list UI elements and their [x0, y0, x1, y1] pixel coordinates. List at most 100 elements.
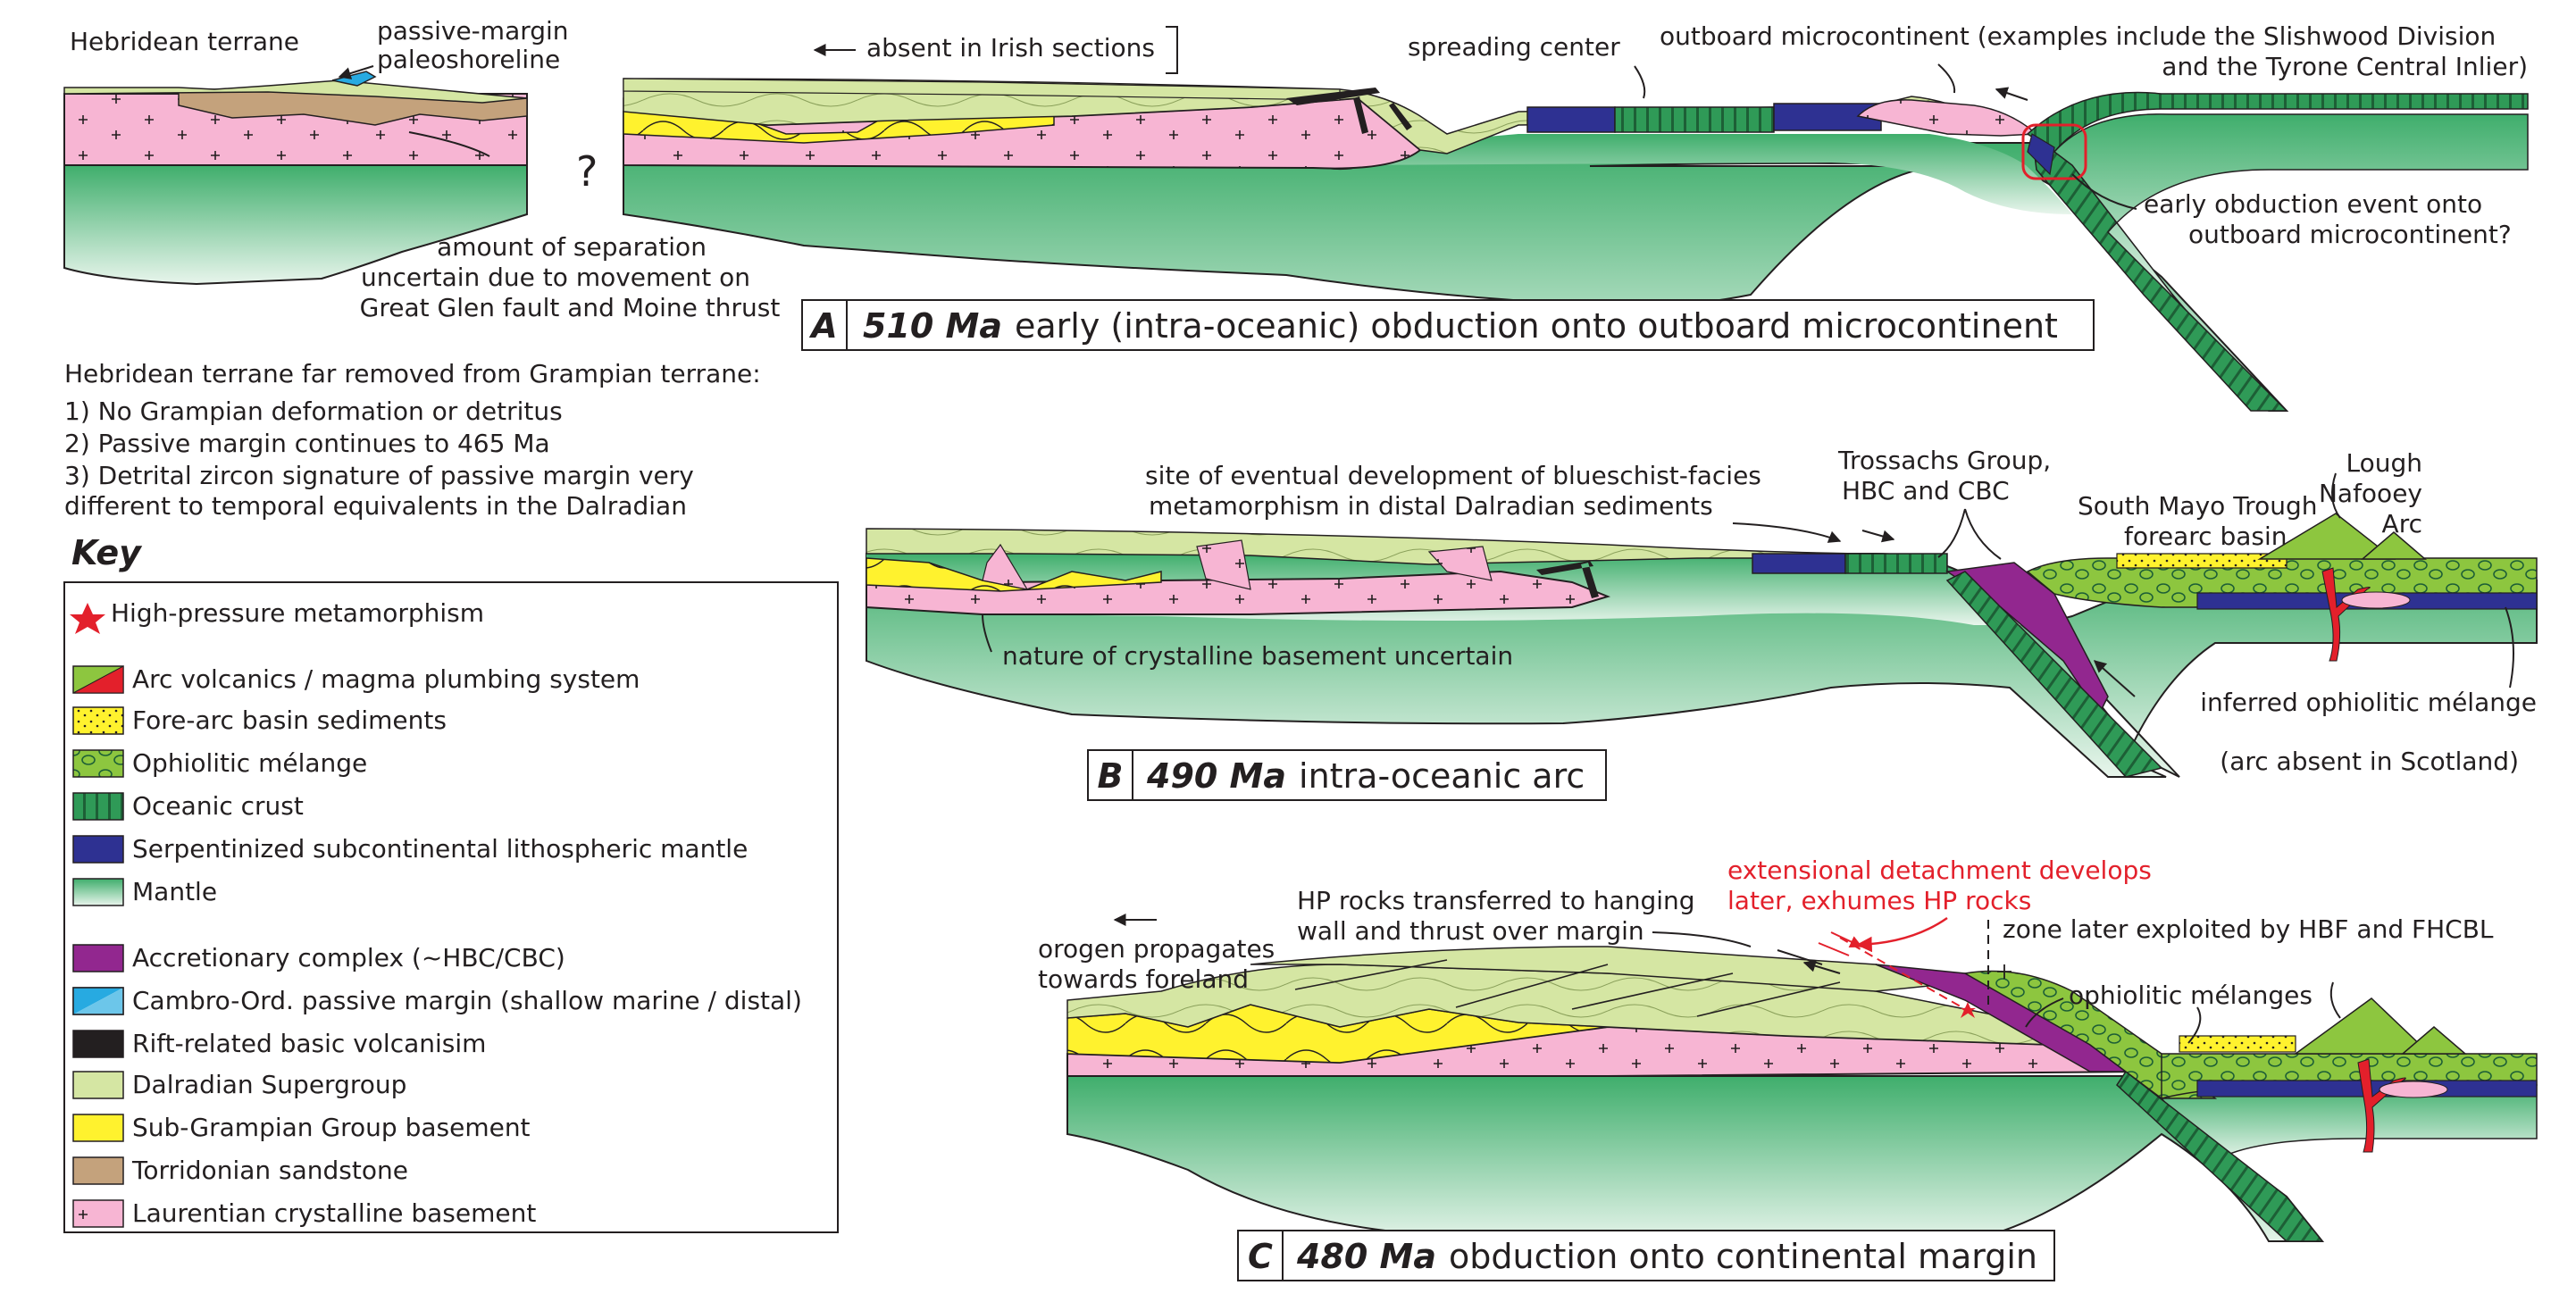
label-separation-2: uncertain due to movement on: [361, 263, 750, 292]
key-label: Oceanic crust: [132, 791, 304, 821]
panel-a-profile: [623, 78, 2529, 412]
label-question-mark: ?: [576, 147, 598, 196]
label-paleoshoreline: paleoshoreline: [377, 45, 560, 74]
label-extensional-1: extensional detachment develops: [1727, 855, 2152, 885]
arc-volcano-b: [2257, 513, 2396, 560]
label-blueschist-1: site of eventual development of blueschi…: [1145, 461, 1761, 490]
label-south-mayo-2: forearc basin: [2124, 522, 2287, 551]
label-orogen-1: orogen propagates: [1038, 934, 1275, 964]
key-swatch-laurentian: [72, 1199, 124, 1228]
label-trossachs-1: Trossachs Group,: [1837, 446, 2051, 475]
label-hebridean-terrane: Hebridean terrane: [70, 27, 299, 56]
label-south-mayo-1: South Mayo Trough: [2078, 491, 2317, 521]
key-label: Cambro-Ord. passive margin (shallow mari…: [132, 986, 802, 1015]
key-swatch-forearc: [72, 706, 124, 735]
key-label: High-pressure metamorphism: [111, 598, 484, 628]
notes-item-4: different to temporal equivalents in the…: [64, 491, 687, 521]
magma-plumbing-c: [2357, 1058, 2406, 1153]
label-arc-absent: (arc absent in Scotland): [2220, 747, 2519, 776]
key-label: Fore-arc basin sediments: [132, 705, 447, 735]
label-extensional-2: later, exhumes HP rocks: [1727, 886, 2031, 915]
key-item-laurentian: Laurentian crystalline basement: [72, 1198, 536, 1228]
key-label: Torridonian sandstone: [131, 1156, 408, 1185]
key-item-rift: Rift-related basic volcanisim: [72, 1029, 486, 1058]
key-swatch-serpentinite: [72, 835, 124, 864]
key-label: Mantle: [132, 877, 217, 906]
arc-volcano-c: [2293, 997, 2431, 1055]
key-item-melange: Ophiolitic mélange: [72, 748, 367, 778]
label-spreading-center: spreading center: [1408, 32, 1620, 62]
key-item-forearc: Fore-arc basin sediments: [72, 705, 447, 735]
label-outboard-2: and the Tyrone Central Inlier): [2162, 52, 2528, 81]
label-separation-3: Great Glen fault and Moine thrust: [360, 293, 781, 322]
label-blueschist-2: metamorphism in distal Dalradian sedimen…: [1149, 491, 1713, 521]
key-label: Accretionary complex (~HBC/CBC): [132, 943, 565, 972]
key-swatch-mantle: [72, 878, 124, 906]
panel-c: orogen propagates towards foreland HP ro…: [1038, 855, 2538, 1281]
label-nafooey: Nafooey: [2319, 479, 2422, 508]
panel-b: site of eventual development of blueschi…: [866, 446, 2538, 801]
key-label: Serpentinized subcontinental lithospheri…: [132, 834, 748, 864]
key-item-serpentinite: Serpentinized subcontinental lithospheri…: [72, 834, 748, 864]
key-item-arc: Arc volcanics / magma plumbing system: [72, 664, 640, 694]
key-swatch-star: [70, 603, 105, 634]
hebridean-block: [63, 71, 528, 286]
key-item-torridonian: Torridonian sandstone: [72, 1156, 408, 1185]
panel-a-letter: A: [808, 306, 837, 346]
key-item-star: High-pressure metamorphism: [70, 598, 484, 634]
label-passive-margin: passive-margin: [377, 16, 569, 46]
key-box: [63, 581, 839, 1233]
label-zone-hbf: zone later exploited by HBF and FHCBL: [2003, 914, 2494, 944]
label-hp-rocks-2: wall and thrust over margin: [1297, 916, 1644, 946]
obduction-highlight: [2021, 123, 2087, 180]
label-trossachs-2: HBC and CBC: [1842, 476, 2010, 505]
panel-b-letter: B: [1098, 756, 1124, 796]
passive-margin-wedge: [331, 71, 377, 87]
key-label: Dalradian Supergroup: [132, 1070, 406, 1099]
key-swatch-melange: [72, 749, 124, 778]
key-label: Laurentian crystalline basement: [132, 1198, 536, 1228]
label-absent-irish: absent in Irish sections: [866, 33, 1155, 63]
label-hp-rocks-1: HP rocks transferred to hanging: [1297, 886, 1695, 915]
key-title: Key: [71, 533, 143, 572]
panel-a: Hebridean terrane passive-margin paleosh…: [63, 16, 2529, 412]
key-item-dalradian: Dalradian Supergroup: [72, 1070, 406, 1099]
notes-item-2: 2) Passive margin continues to 465 Ma: [64, 429, 550, 458]
star-icon: [70, 603, 105, 634]
label-nature-basement: nature of crystalline basement uncertain: [1002, 641, 1513, 671]
key-swatch-torridonian: [72, 1156, 124, 1185]
key-swatch-subgrampian: [72, 1114, 124, 1142]
panel-c-letter: C: [1248, 1237, 1273, 1276]
key-label: Arc volcanics / magma plumbing system: [132, 664, 640, 694]
label-ophiolitic-melanges: ophiolitic mélanges: [2069, 981, 2313, 1010]
rift-dike-b: [1536, 561, 1599, 598]
key-label: Rift-related basic volcanisim: [132, 1029, 486, 1058]
key-label: Sub-Grampian Group basement: [132, 1113, 531, 1142]
key-item-oceanic: Oceanic crust: [72, 791, 304, 821]
key-item-subgrampian: Sub-Grampian Group basement: [72, 1113, 531, 1142]
key-swatch-passive: [72, 987, 124, 1015]
notes-item-3: 3) Detrital zircon signature of passive …: [64, 461, 694, 490]
label-early-obduction-1: early obduction event onto: [2144, 189, 2482, 219]
notes: Hebridean terrane far removed from Gramp…: [64, 359, 761, 521]
label-early-obduction-2: outboard microcontinent?: [2188, 220, 2512, 249]
label-outboard-1: outboard microcontinent (examples includ…: [1660, 21, 2496, 51]
key-label: Ophiolitic mélange: [132, 748, 367, 778]
label-orogen-2: towards foreland: [1038, 964, 1249, 994]
key-swatch-arc: [72, 665, 124, 694]
label-inferred-melange: inferred ophiolitic mélange: [2200, 688, 2537, 717]
key-swatch-rift: [72, 1030, 124, 1058]
label-lough: Lough: [2346, 448, 2422, 478]
notes-heading: Hebridean terrane far removed from Gramp…: [64, 359, 761, 388]
key-item-passive: Cambro-Ord. passive margin (shallow mari…: [72, 986, 802, 1015]
rift-dike: [1286, 88, 1380, 105]
